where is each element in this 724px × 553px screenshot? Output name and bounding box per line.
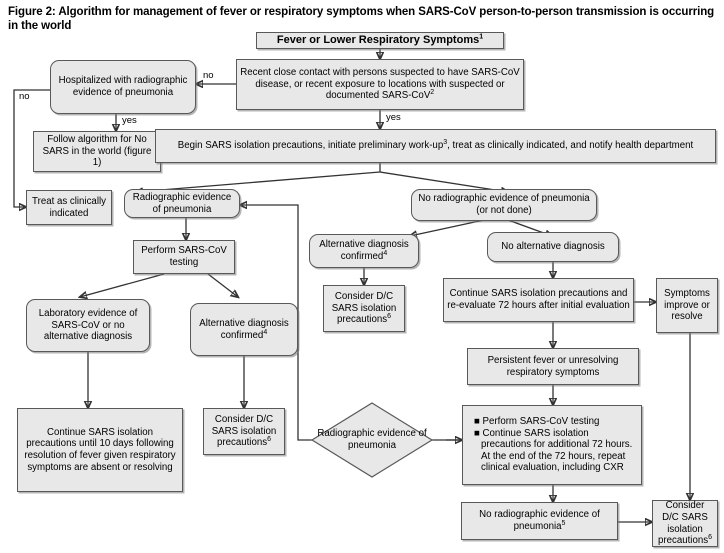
footnote-ref-4b: 4 (263, 328, 268, 336)
edge-label-no-left: no (19, 91, 30, 102)
node-recent-contact[interactable]: Recent close contact with persons suspec… (236, 59, 524, 110)
node-symptoms-improve-label: Symptoms improve or resolve (664, 288, 710, 323)
node-continue-reevaluate-label: Continue SARS isolation precautions and … (447, 288, 630, 311)
node-continue-reevaluate[interactable]: Continue SARS isolation precautions and … (443, 278, 634, 322)
node-perform-testing-label: Perform SARS-CoV testing (141, 245, 227, 268)
node-no-alt-diagnosis[interactable]: No alternative diagnosis (487, 232, 619, 262)
footnote-ref-6a: 6 (387, 313, 391, 321)
node-hospitalized-label: Hospitalized with radiographic evidence … (58, 75, 188, 98)
node-no-radiographic-bottom-label: No radiographic evidence of pneumonia (479, 509, 600, 532)
node-alt-diagnosis-left[interactable]: Alternative diagnosis confirmed4 (190, 303, 298, 356)
page-title: Figure 2: Algorithm for management of fe… (8, 6, 715, 32)
footnote-ref-6c: 6 (708, 533, 712, 541)
node-consider-dc-mid-label: Consider D/C SARS isolation precautions (331, 291, 397, 326)
node-follow-algorithm-label: Follow algorithm for No SARS in the worl… (42, 134, 152, 169)
footnote-ref-4a: 4 (383, 249, 388, 257)
footnote-ref-2: 2 (430, 89, 435, 97)
node-consider-dc-right-label: Consider D/C SARS isolation precautions (658, 500, 709, 547)
node-persistent-fever-label: Persistent fever or unresolving respirat… (487, 354, 619, 378)
node-no-alt-diagnosis-label: No alternative diagnosis (501, 241, 605, 253)
node-radiographic-evidence[interactable]: Radiographic evidence of pneumonia (124, 189, 240, 218)
node-recent-contact-label: Recent close contact with persons suspec… (240, 67, 520, 102)
footnote-ref-6b: 6 (267, 436, 271, 444)
node-lab-evidence-label: Laboratory evidence of SARS-CoV or no al… (38, 308, 138, 343)
node-treat-clinically[interactable]: Treat as clinically indicated (26, 190, 112, 225)
edge-label-no-top: no (203, 70, 214, 81)
node-begin-isolation-label-a: Begin SARS isolation precautions, initia… (177, 140, 444, 152)
bullet-continue-isolation: ■ Continue SARS isolation precautions fo… (474, 427, 633, 474)
node-lab-evidence[interactable]: Laboratory evidence of SARS-CoV or no al… (26, 299, 150, 352)
node-begin-isolation[interactable]: Begin SARS isolation precautions, initia… (155, 129, 716, 163)
node-alt-diagnosis-mid[interactable]: Alternative diagnosis confirmed4 (309, 234, 419, 268)
node-alt-diagnosis-left-label: Alternative diagnosis confirmed (199, 317, 289, 341)
node-no-radiographic-evidence-label: No radiographic evidence of pneumonia (o… (418, 193, 590, 216)
node-consider-dc-left[interactable]: Consider D/C SARS isolation precautions6 (203, 408, 285, 455)
edge-label-yes-left: yes (122, 115, 137, 126)
bullet-continue-isolation-label: Continue SARS isolation precautions for … (481, 427, 633, 474)
node-consider-dc-left-label: Consider D/C SARS isolation precautions (211, 414, 277, 449)
bullet-perform-testing: ■ Perform SARS-CoV testing (474, 416, 600, 428)
node-symptoms-improve[interactable]: Symptoms improve or resolve (656, 278, 718, 333)
node-persistent-fever[interactable]: Persistent fever or unresolving respirat… (467, 348, 639, 385)
node-perform-testing[interactable]: Perform SARS-CoV testing (133, 240, 235, 274)
node-follow-algorithm[interactable]: Follow algorithm for No SARS in the worl… (33, 131, 161, 172)
node-no-radiographic-bottom[interactable]: No radiographic evidence of pneumonia5 (461, 502, 618, 540)
node-consider-dc-mid[interactable]: Consider D/C SARS isolation precautions6 (323, 285, 405, 332)
node-no-radiographic-evidence[interactable]: No radiographic evidence of pneumonia (o… (411, 189, 597, 221)
footnote-ref-1: 1 (479, 33, 484, 41)
node-treat-clinically-label: Treat as clinically indicated (32, 195, 106, 219)
node-hospitalized[interactable]: Hospitalized with radiographic evidence … (50, 60, 196, 114)
node-begin-isolation-label-b: , treat as clinically indicated, and not… (447, 140, 694, 152)
node-alt-diagnosis-mid-label: Alternative diagnosis confirmed (319, 239, 409, 262)
edge-label-yes-center: yes (386, 112, 401, 123)
node-fever-symptoms-label: Fever or Lower Respiratory Symptoms (276, 33, 480, 46)
node-continue-10-days-label: Continue SARS isolation precautions unti… (24, 426, 176, 473)
node-fever-symptoms[interactable]: Fever or Lower Respiratory Symptoms1 (256, 32, 504, 49)
footnote-ref-5: 5 (561, 519, 566, 527)
node-consider-dc-right[interactable]: Consider D/C SARS isolation precautions6 (652, 500, 718, 547)
decision-radiographic-evidence[interactable]: Radiographic evidence of pneumonia (310, 401, 434, 479)
node-perform-and-continue[interactable]: ■ Perform SARS-CoV testing ■ Continue SA… (462, 405, 642, 485)
decision-radiographic-evidence-label: Radiographic evidence of pneumonia (317, 428, 427, 451)
diamond-shape (310, 402, 434, 478)
node-radiographic-evidence-label: Radiographic evidence of pneumonia (132, 191, 232, 215)
node-continue-10-days[interactable]: Continue SARS isolation precautions unti… (17, 408, 183, 492)
bullet-perform-testing-label: Perform SARS-CoV testing (482, 416, 600, 428)
footnote-ref-3: 3 (443, 138, 448, 146)
